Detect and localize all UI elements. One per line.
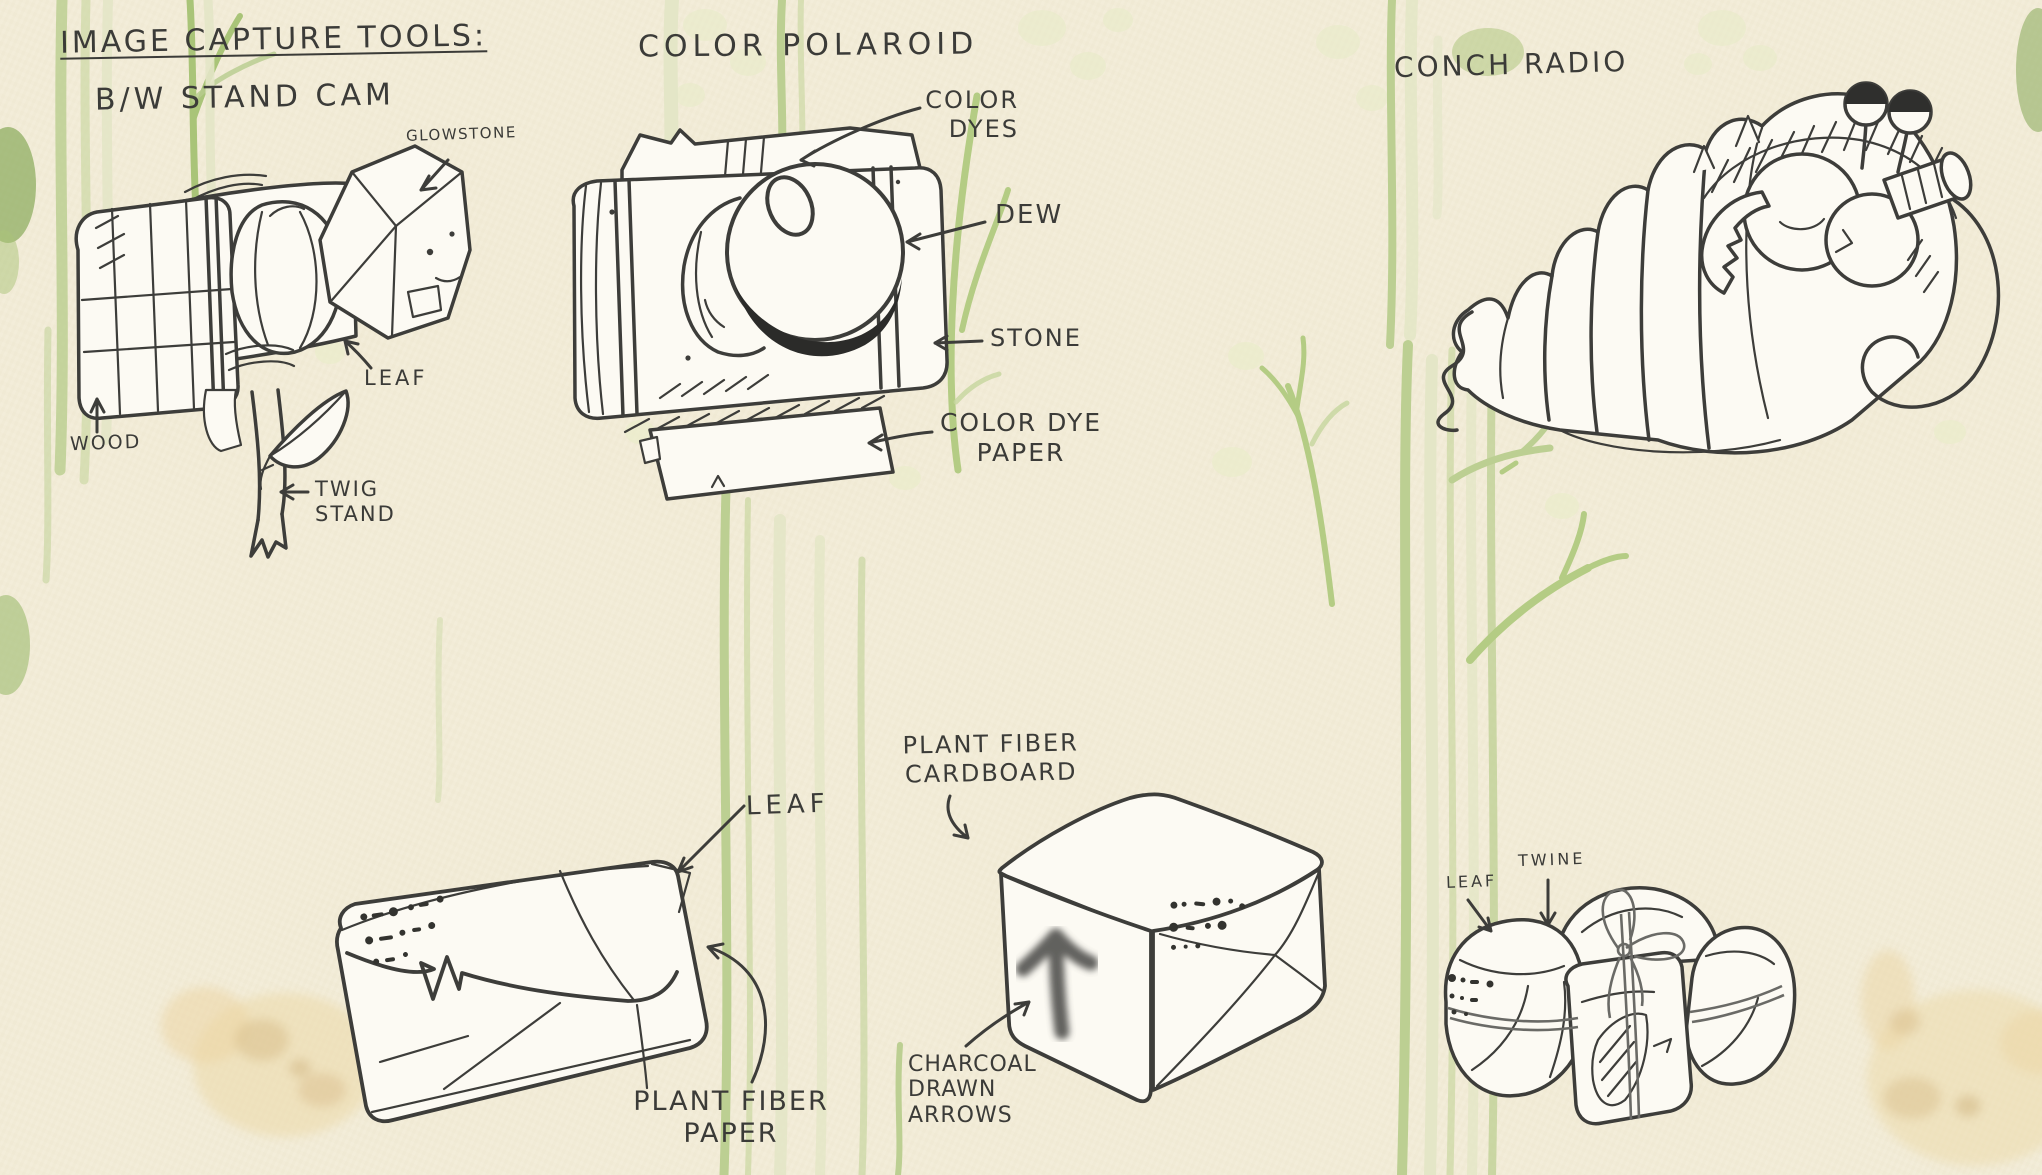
twine-string: [1447, 888, 1785, 1121]
charcoal-arrows-label: CHARCOAL DRAWN ARROWS: [908, 1052, 1037, 1128]
twine-bundle-sketch: [1443, 878, 1797, 1126]
color-polaroid-sketch: [571, 106, 987, 501]
dew-label: DEW: [995, 200, 1064, 230]
twig-stand-label: TWIG STAND: [315, 477, 396, 527]
crab-bottom-left: [161, 987, 377, 1137]
stone-label: STONE: [990, 324, 1082, 352]
conch-radio-sketch: [1436, 81, 2001, 455]
scribble-box: [1169, 897, 1246, 950]
bundle-leaf-label: LEAF: [1445, 871, 1498, 892]
page-title: IMAGE CAPTURE TOOLS:: [59, 18, 488, 61]
twig-antler: [1259, 335, 1350, 607]
stalk-conch: [1386, 0, 1443, 349]
bw-stand-cam-sketch: [74, 144, 472, 559]
leaf-envelope-sketch: [335, 804, 768, 1124]
leaf-dots: [315, 8, 1966, 519]
color-dyes-label: COLOR DYES: [925, 86, 1019, 143]
edge-foliage-blobs: [0, 8, 2042, 695]
fiber-paper-label: PLANT FIBER PAPER: [633, 1086, 829, 1150]
cardboard-box-sketch: [946, 792, 1327, 1104]
polaroid-title: COLOR POLAROID: [637, 26, 979, 65]
fiber-cardboard-label: PLANT FIBER CARDBOARD: [902, 728, 1080, 789]
bundle-twine-label: TWINE: [1517, 848, 1586, 871]
stalks-bottom-left: [435, 485, 903, 1175]
envelope-leaf-label: LEAF: [745, 788, 831, 822]
scribble-address: [360, 895, 444, 965]
stand-cam-title: B/W STAND CAM: [94, 77, 396, 118]
stalk-stand-cam: [186, 0, 277, 214]
cam-leaf-label: LEAF: [364, 366, 428, 390]
glowstone-label: GLOWSTONE: [405, 123, 518, 145]
conch-radio-title: CONCH RADIO: [1393, 44, 1629, 85]
wood-label: WOOD: [69, 430, 142, 456]
dye-paper-label: COLOR DYE PAPER: [939, 408, 1103, 467]
crab-bottom-right: [1861, 950, 2042, 1166]
sprout-color-dyes: [947, 92, 1011, 474]
scribble-bundle: [1448, 974, 1494, 1016]
charcoal-arrow: [1015, 928, 1099, 1040]
